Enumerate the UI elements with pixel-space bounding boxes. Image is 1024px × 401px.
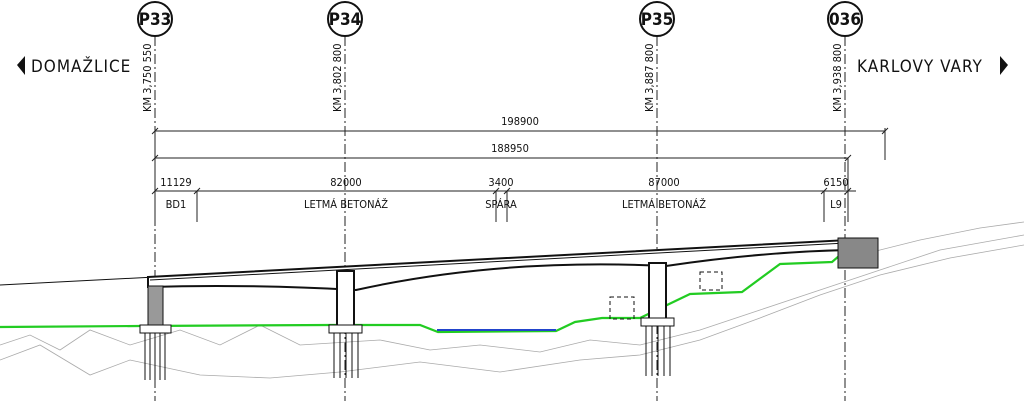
segment-label: BD1 bbox=[166, 198, 187, 211]
segment-value: 11129 bbox=[160, 176, 191, 189]
arrow-right-icon bbox=[1000, 56, 1008, 75]
segment-value: 3400 bbox=[488, 176, 513, 189]
km-label-p34: KM 3,802 800 bbox=[331, 43, 344, 112]
pier-p35 bbox=[609, 262, 723, 376]
ground-layers bbox=[0, 221, 1024, 379]
segment-label: LETMÁ BETONÁŽ bbox=[304, 198, 388, 211]
segment-label: L9 bbox=[830, 198, 842, 211]
dimension-total-value: 198900 bbox=[501, 115, 539, 128]
segment-label: LETMÁ BETONÁŽ bbox=[622, 198, 706, 211]
direction-right: KARLOVY VARY bbox=[857, 56, 1008, 77]
direction-left: DOMAŽLICE bbox=[17, 55, 131, 77]
pier-id: P33 bbox=[139, 10, 172, 30]
dimension-deck-value: 188950 bbox=[491, 142, 529, 155]
pier-marker-p33: P33 bbox=[137, 1, 173, 37]
segment-value: 6150 bbox=[823, 176, 848, 189]
segment-label: SPÁRA bbox=[485, 198, 517, 211]
pier-p34 bbox=[328, 270, 363, 378]
arrow-left-icon bbox=[17, 56, 25, 75]
pier-id: P34 bbox=[329, 10, 362, 30]
abutment-o36 bbox=[837, 237, 879, 269]
pier-id: P35 bbox=[641, 10, 674, 30]
pier-id: 036 bbox=[829, 10, 861, 30]
segment-value: 87000 bbox=[648, 176, 679, 189]
km-label-p33: KM 3,750 550 bbox=[141, 43, 154, 112]
direction-right-label: KARLOVY VARY bbox=[857, 57, 983, 77]
pier-marker-p34: P34 bbox=[327, 1, 363, 37]
dimension-deck: 188950 bbox=[151, 142, 852, 162]
dimension-segments: 11129 BD1 82000 LETMÁ BETONÁŽ 3400 SPÁRA… bbox=[151, 130, 856, 222]
segment-value: 82000 bbox=[330, 176, 361, 189]
pier-p33 bbox=[139, 285, 172, 380]
pier-marker-o36: 036 bbox=[827, 1, 863, 37]
dimension-total: 198900 bbox=[151, 115, 889, 160]
km-label-o36: KM 3,938 800 bbox=[831, 43, 844, 112]
km-label-p35: KM 3,887 800 bbox=[643, 43, 656, 112]
direction-left-label: DOMAŽLICE bbox=[31, 55, 131, 77]
pier-marker-p35: P35 bbox=[639, 1, 675, 37]
bridge-deck bbox=[0, 237, 879, 292]
